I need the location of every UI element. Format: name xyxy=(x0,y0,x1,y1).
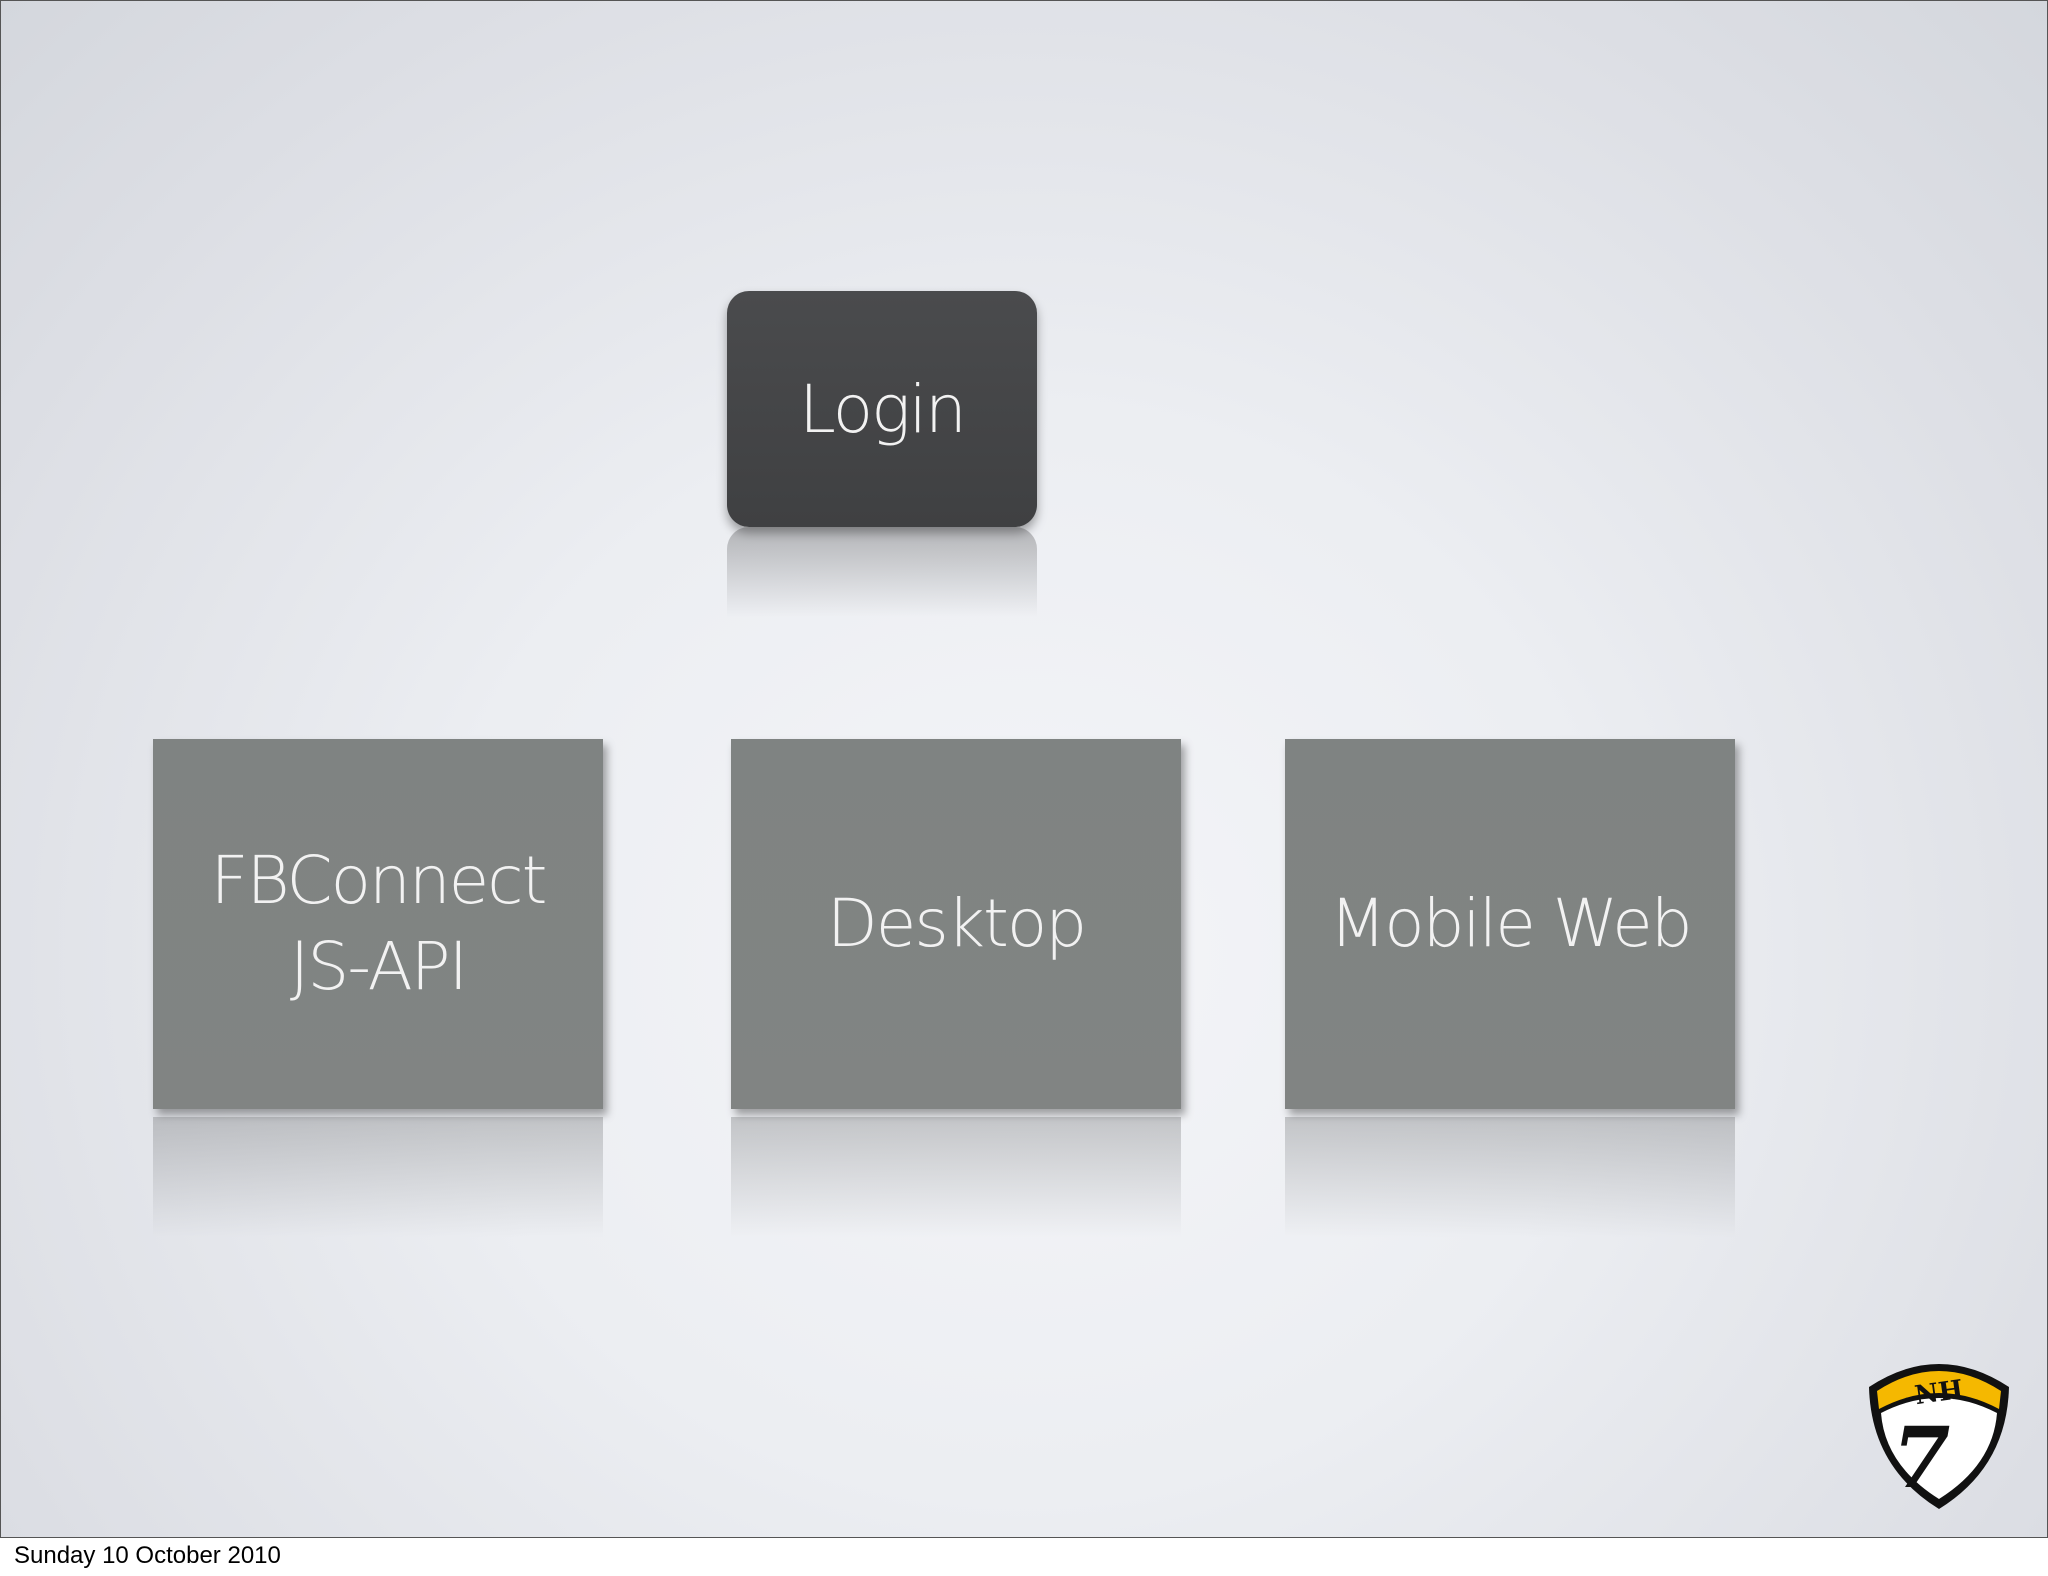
logo-text: NH xyxy=(1913,1375,1965,1411)
mobile-web-reflection xyxy=(1285,1117,1735,1237)
slide: Login FBConnect JS-API Desktop Mobile We… xyxy=(0,0,2048,1538)
fbconnect-label-line2: JS-API xyxy=(289,928,468,1005)
fbconnect-label-line1: FBConnect xyxy=(210,842,548,919)
mobile-web-node: Mobile Web xyxy=(1285,739,1735,1109)
mobile-web-label: Mobile Web xyxy=(1329,885,1692,962)
footer-date: Sunday 10 October 2010 xyxy=(14,1542,281,1569)
fbconnect-node: FBConnect JS-API xyxy=(153,739,603,1109)
desktop-label: Desktop xyxy=(826,885,1087,962)
login-node: Login xyxy=(727,291,1037,527)
desktop-node: Desktop xyxy=(731,739,1181,1109)
fbconnect-reflection xyxy=(153,1117,603,1237)
nh7-logo-icon: NH 7 xyxy=(1869,1364,2009,1509)
login-label: Login xyxy=(799,370,967,448)
desktop-reflection xyxy=(731,1117,1181,1237)
login-reflection xyxy=(727,527,1037,617)
